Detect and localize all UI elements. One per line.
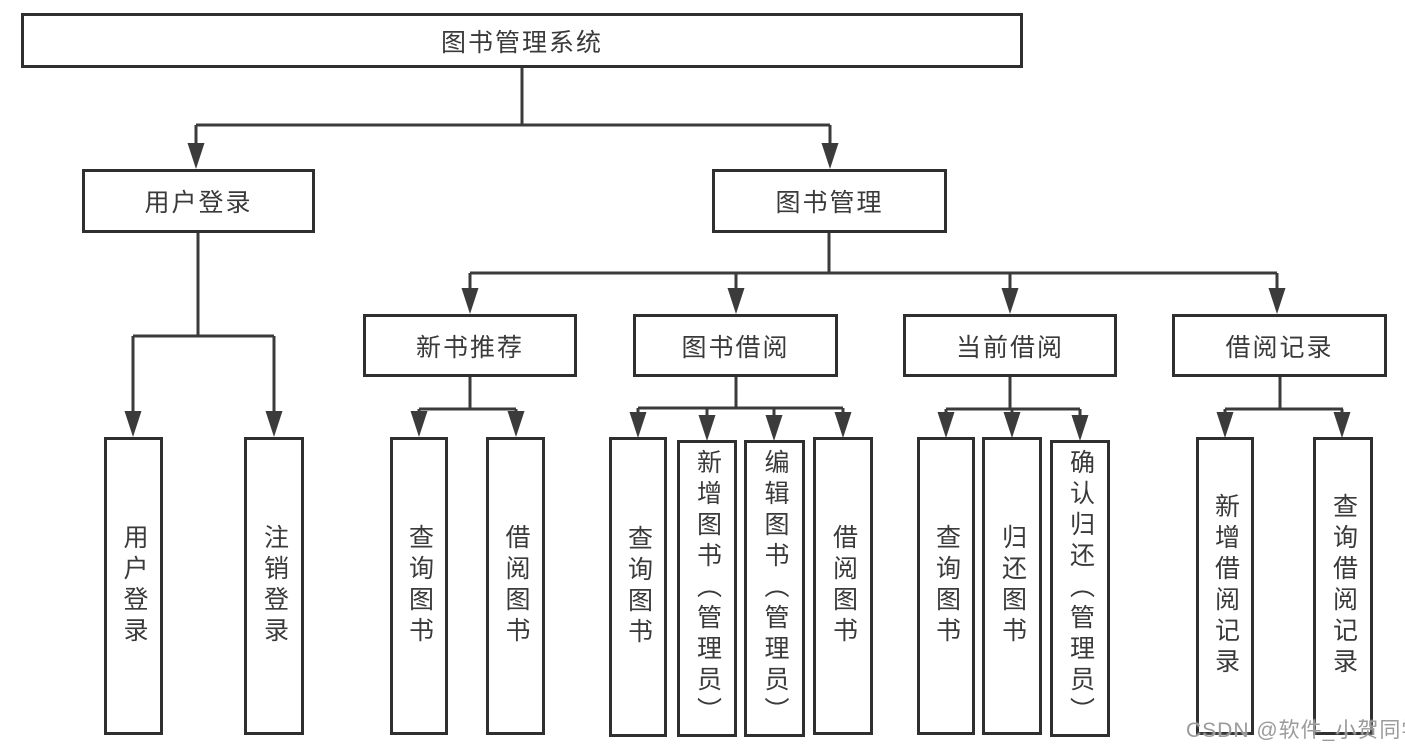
leaf-records-query-record: 查询借阅记录 (1313, 437, 1373, 735)
leaf-recommend-borrow-books: 借阅图书 (486, 437, 545, 735)
leaf-current-confirm-return-admin-label: 确认归还（管理员） (1066, 449, 1095, 728)
node-user-login: 用户登录 (82, 169, 315, 233)
leaf-user-login-label: 用户登录 (120, 524, 148, 648)
node-current-borrow: 当前借阅 (903, 314, 1117, 377)
leaf-borrow-edit-book-admin-label: 编辑图书（管理员） (761, 449, 789, 728)
node-borrow-records-label: 借阅记录 (1225, 333, 1334, 362)
watermark: CSDN @软件_小贺同学 (1186, 719, 1405, 742)
node-root: 图书管理系统 (21, 13, 1023, 68)
node-new-book-recommend: 新书推荐 (363, 314, 577, 377)
leaf-current-return-books-label: 归还图书 (998, 524, 1027, 648)
leaf-borrow-query-books: 查询图书 (609, 437, 667, 737)
leaf-logout: 注销登录 (244, 437, 304, 735)
leaf-current-confirm-return-admin: 确认归还（管理员） (1050, 440, 1110, 737)
leaf-logout-label: 注销登录 (260, 524, 289, 648)
node-current-borrow-label: 当前借阅 (955, 333, 1064, 362)
leaf-recommend-query-books: 查询图书 (390, 437, 448, 735)
leaf-borrow-add-book-admin-label: 新增图书（管理员） (693, 449, 722, 728)
node-user-login-label: 用户登录 (144, 189, 253, 217)
node-book-management: 图书管理 (712, 169, 947, 233)
leaf-borrow-add-book-admin: 新增图书（管理员） (677, 440, 737, 737)
leaf-current-query-books: 查询图书 (917, 437, 975, 735)
leaf-records-add-record-label: 新增借阅记录 (1211, 493, 1240, 679)
node-new-book-recommend-label: 新书推荐 (415, 333, 524, 362)
leaf-borrow-edit-book-admin: 编辑图书（管理员） (744, 440, 805, 737)
node-root-label: 图书管理系统 (440, 28, 603, 57)
leaf-recommend-query-books-label: 查询图书 (405, 524, 434, 648)
leaf-borrow-query-books-label: 查询图书 (624, 525, 653, 649)
node-book-borrow-label: 图书借阅 (681, 333, 790, 362)
leaf-records-add-record: 新增借阅记录 (1196, 437, 1254, 735)
leaf-records-query-record-label: 查询借阅记录 (1329, 493, 1358, 679)
leaf-recommend-borrow-books-label: 借阅图书 (502, 524, 530, 648)
leaf-current-query-books-label: 查询图书 (932, 524, 961, 648)
leaf-borrow-borrow-books-label: 借阅图书 (829, 524, 858, 648)
leaf-user-login: 用户登录 (104, 437, 163, 735)
node-book-management-label: 图书管理 (775, 189, 884, 217)
node-book-borrow: 图书借阅 (633, 314, 838, 377)
node-borrow-records: 借阅记录 (1172, 314, 1387, 377)
leaf-current-return-books: 归还图书 (982, 437, 1042, 735)
leaf-borrow-borrow-books: 借阅图书 (813, 437, 873, 735)
